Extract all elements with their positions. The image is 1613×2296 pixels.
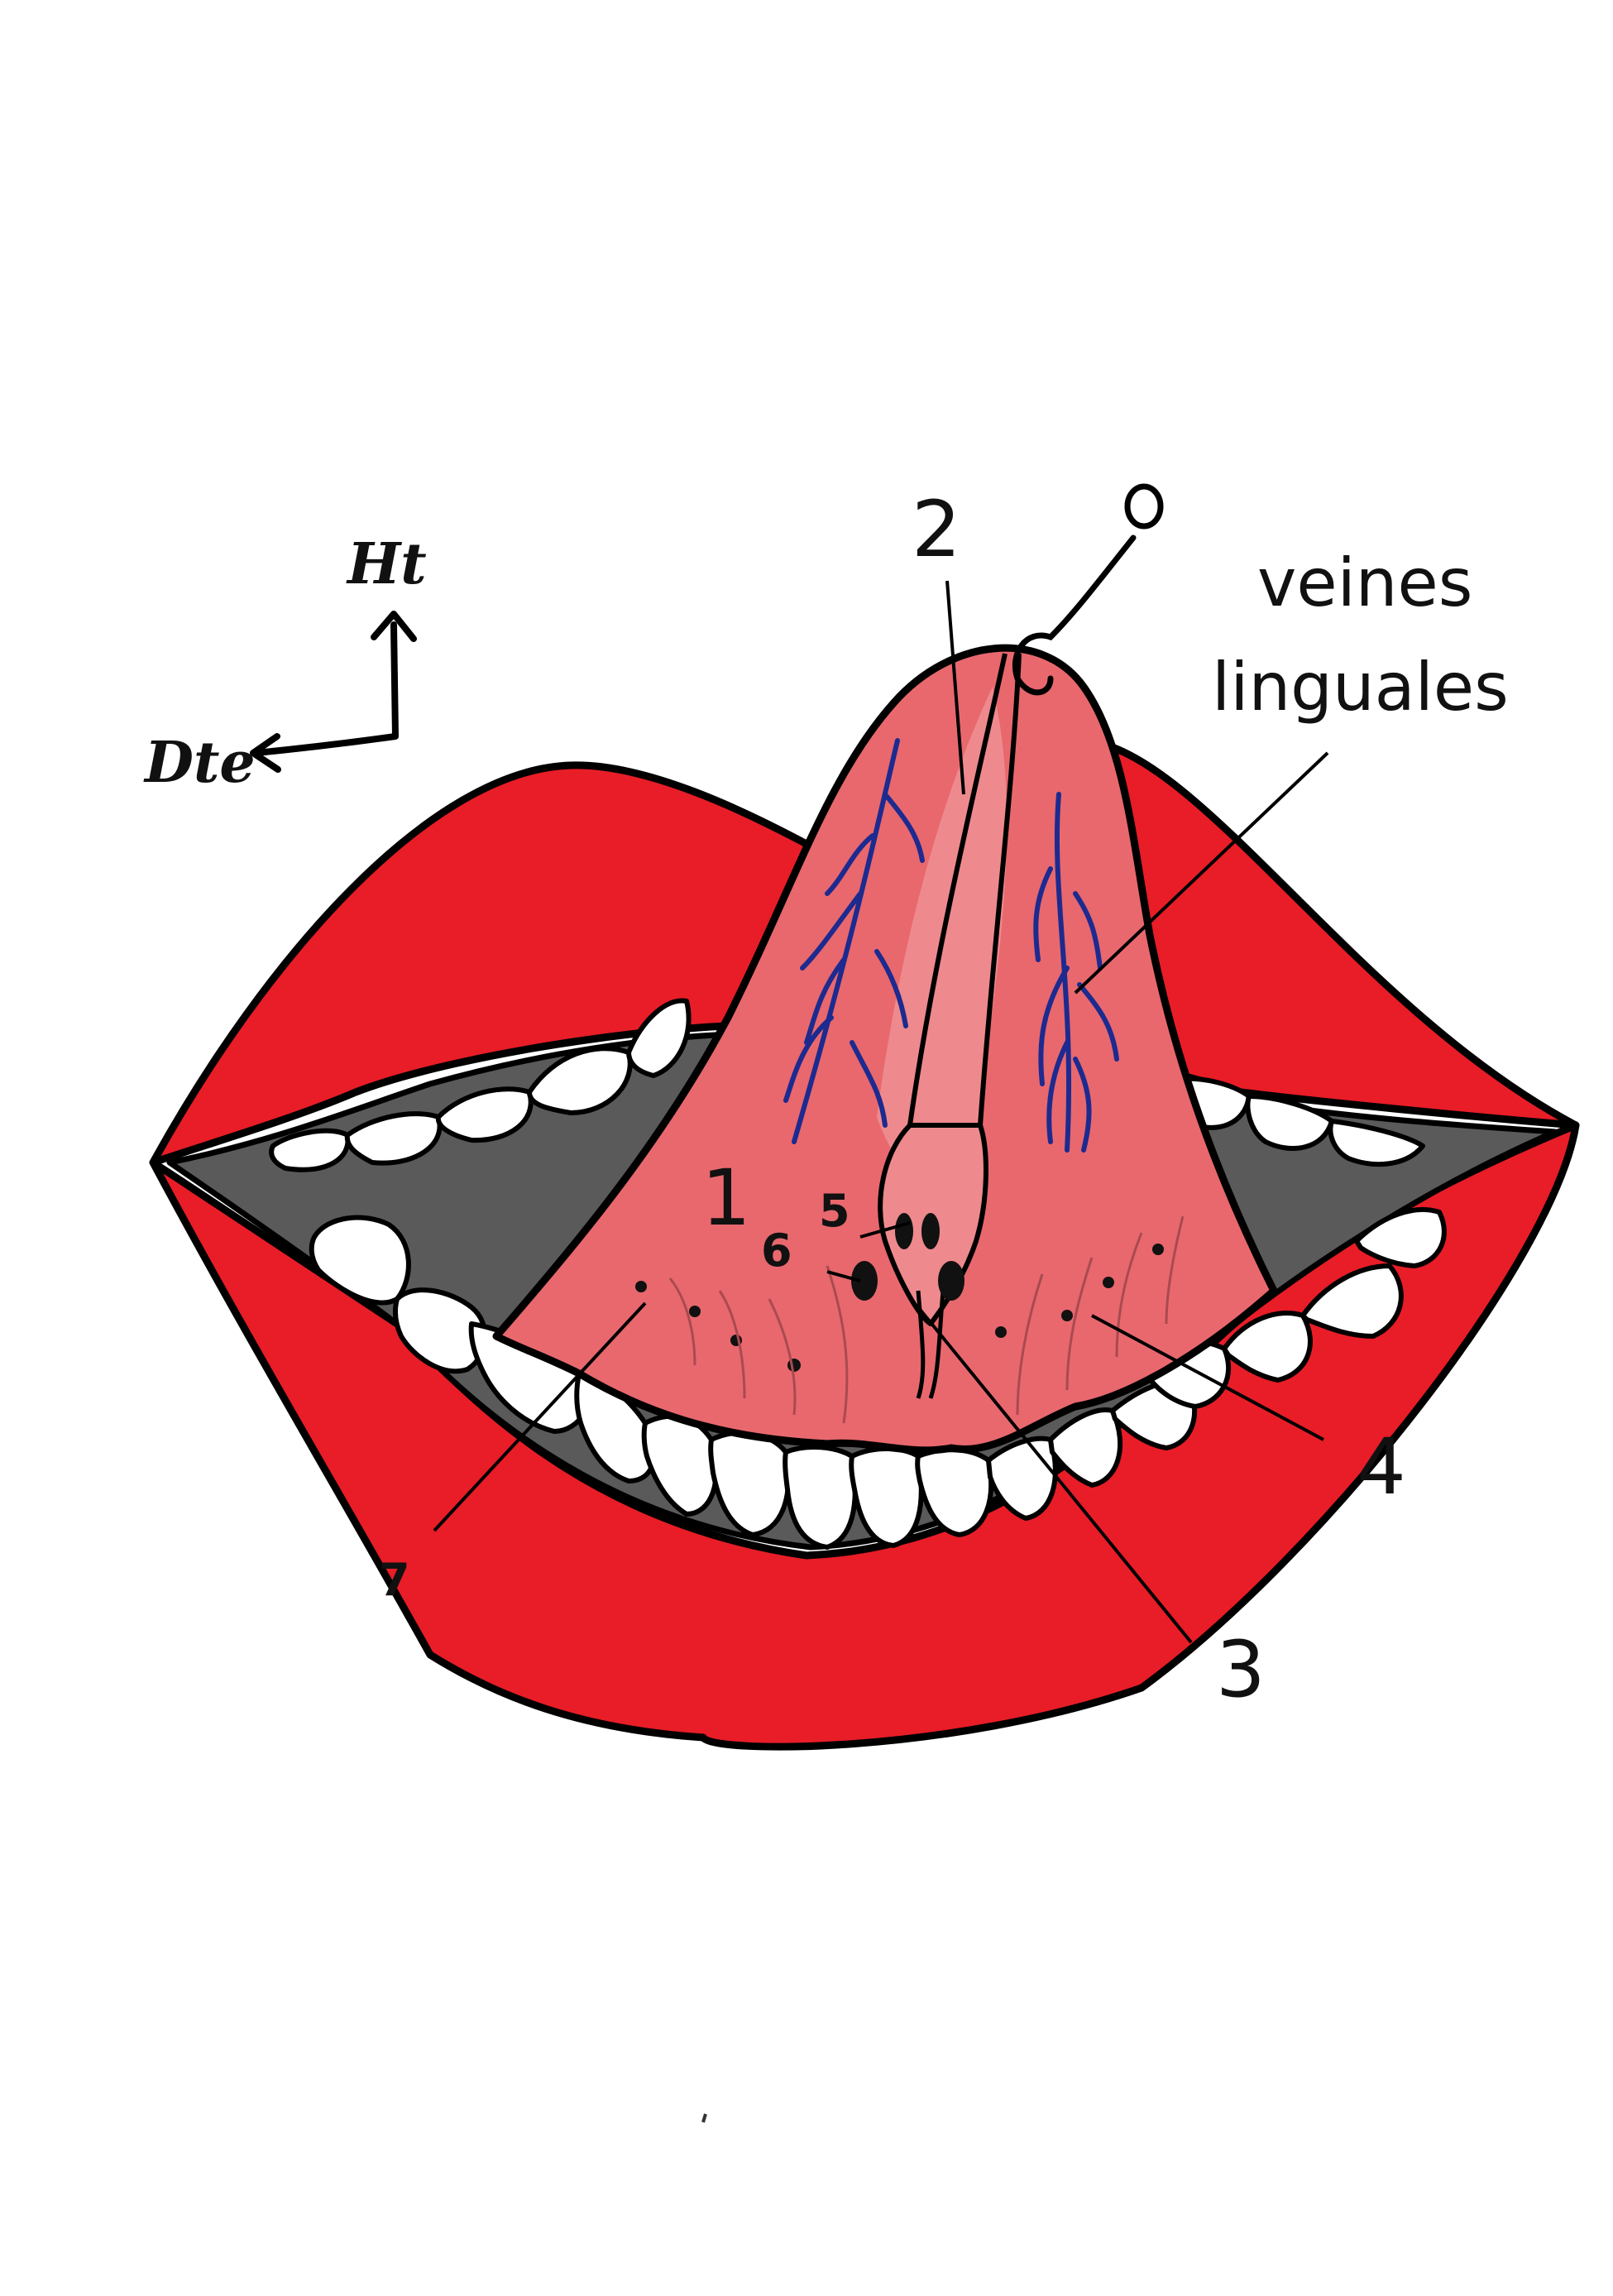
label-veines: veines	[1257, 544, 1472, 621]
opening-6a	[851, 1261, 878, 1301]
opening-5b	[921, 1213, 940, 1249]
opening-6b	[938, 1261, 964, 1301]
lower-teeth	[309, 1206, 1447, 1550]
label-right-dte: Dte	[143, 730, 256, 796]
tongue-hook	[1012, 534, 1137, 696]
label-4: 4	[1357, 1422, 1406, 1512]
stray-mark	[701, 2113, 707, 2123]
label-2: 2	[912, 485, 961, 575]
leader-lines	[433, 580, 1329, 1644]
label-1: 1	[701, 1153, 751, 1244]
label-3: 3	[1216, 1625, 1266, 1715]
tongue	[492, 644, 1278, 1455]
label-7: 7	[379, 1554, 410, 1606]
lingual-frenulum	[907, 653, 1022, 1126]
orientation-compass	[250, 611, 417, 773]
label-5: 5	[819, 1185, 850, 1237]
lingual-veins	[783, 738, 1119, 1153]
label-up-ht: Ht	[346, 531, 427, 597]
label-6: 6	[761, 1225, 792, 1277]
label-linguales: linguales	[1212, 649, 1509, 726]
surface-folds	[668, 1215, 1185, 1424]
upper-teeth	[269, 998, 1425, 1172]
opening-5a	[895, 1213, 913, 1249]
hook-ring	[1124, 483, 1164, 530]
